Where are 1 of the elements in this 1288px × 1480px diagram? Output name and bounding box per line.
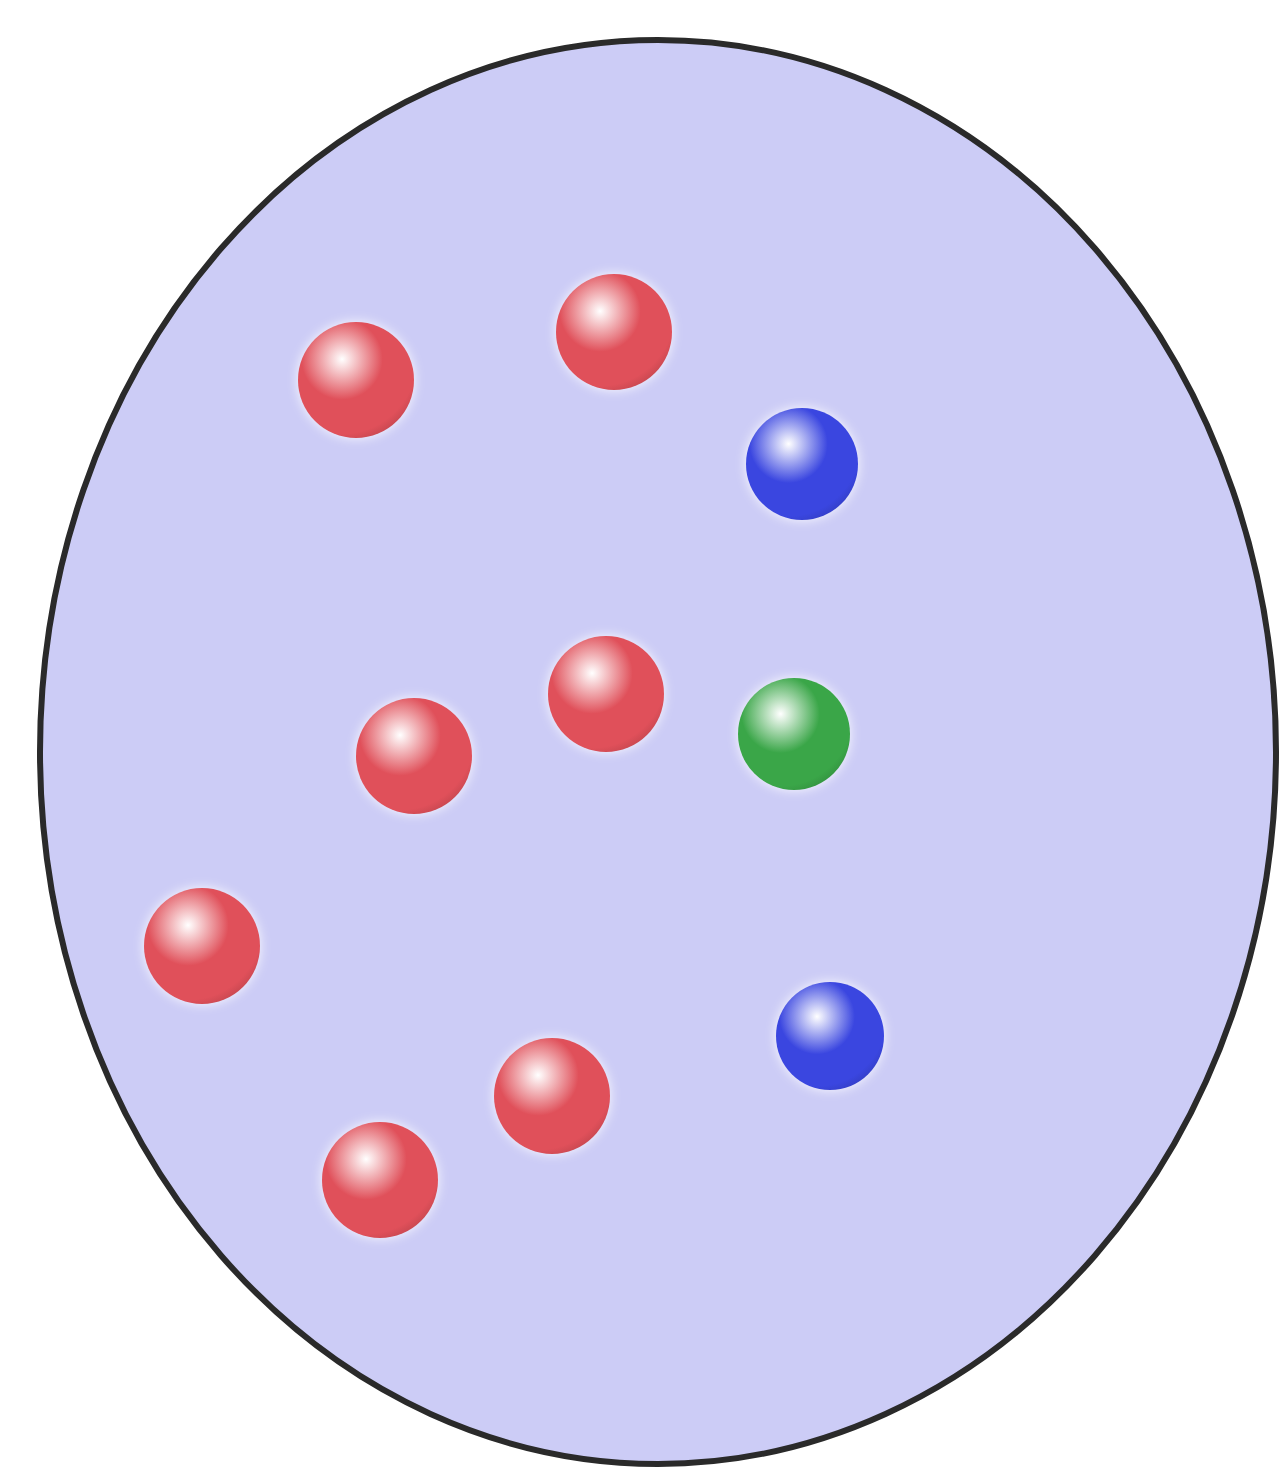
oval-container [36, 36, 1280, 1468]
